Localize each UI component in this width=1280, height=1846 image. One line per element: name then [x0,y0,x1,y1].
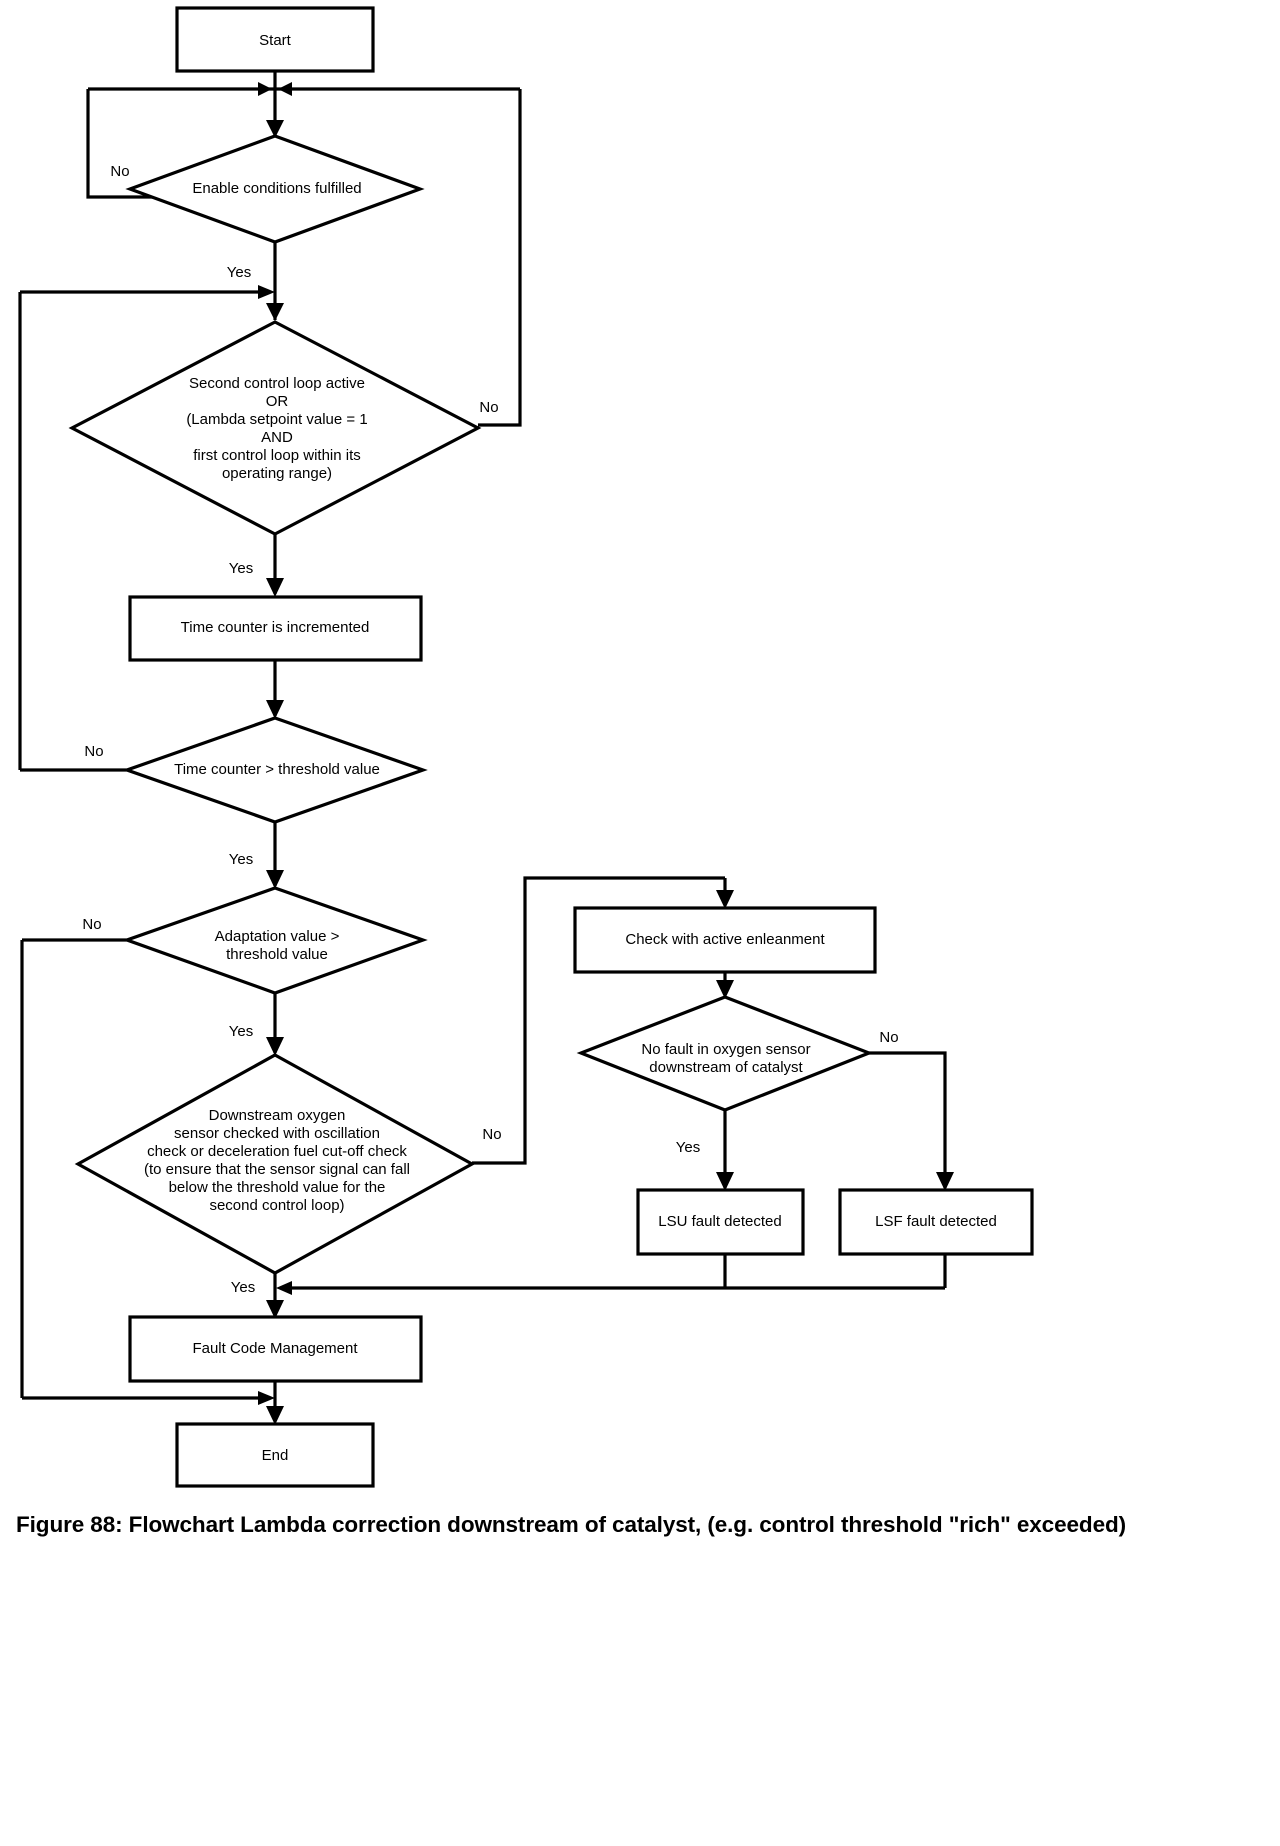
arrow-down-to-end [266,1406,284,1425]
node-fault-code-management[interactable] [128,1315,423,1383]
node-lsu-fault-label: LSU fault detected [658,1213,781,1230]
node-adaptation-line2: threshold value [226,946,328,963]
arrow-down-to-faultcode [266,1300,284,1319]
node-downstream-line6: second control loop) [209,1197,344,1214]
node-fault-code-management-label: Fault Code Management [192,1340,358,1357]
node-adaptation-value[interactable] [122,886,428,995]
node-oxygen-line1: No fault in oxygen sensor [641,1041,810,1058]
branch-time-counter-no: No [84,743,103,760]
node-second-loop-line1: Second control loop active [189,375,365,392]
node-end-label: End [262,1447,289,1464]
branch-time-counter-yes: Yes [229,851,253,868]
branch-adaptation-no: No [82,916,101,933]
arrow-down-to-downstream [266,1037,284,1056]
arrow-into-junction-right [278,82,292,96]
arrow-down-to-oxygen-decision [716,980,734,999]
node-end[interactable] [175,1422,375,1488]
arrow-merge-into-faultcode-line [276,1281,292,1295]
node-lsf-fault[interactable] [838,1188,1034,1256]
node-check-enleanment[interactable] [573,906,877,974]
arrow-merge-left-to-mainline [258,285,275,299]
node-enable-conditions[interactable] [125,134,425,244]
node-start[interactable] [175,6,375,73]
flowchart-svg: Start Enable conditions fulfilled No Yes… [18,6,1034,1488]
arrow-down-to-enleanment [716,890,734,909]
arrow-down-to-lsf [936,1172,954,1191]
node-second-control-loop[interactable] [68,320,482,536]
branch-second-loop-yes: Yes [229,560,253,577]
branch-enable-no: No [110,163,129,180]
connector-enable-no-loop [86,89,160,199]
arrow-into-junction-left [258,82,272,96]
node-downstream-line2: sensor checked with oscillation [174,1125,380,1142]
branch-second-loop-no: No [479,399,498,416]
branch-adaptation-yes: Yes [229,1023,253,1040]
node-second-loop-line2: OR [266,393,289,410]
node-second-loop-line4: AND [261,429,293,446]
connector-downstream-no-to-enleanment [472,876,725,1165]
node-time-counter-threshold-label: Time counter > threshold value [174,761,380,778]
arrow-down-to-secondloop [266,303,284,321]
branch-downstream-yes: Yes [231,1279,255,1296]
node-check-enleanment-label: Check with active enleanment [625,931,825,948]
node-second-loop-line3: (Lambda setpoint value = 1 [186,411,367,428]
node-time-counter-incremented[interactable] [128,595,423,662]
flowchart-canvas: Start Enable conditions fulfilled No Yes… [18,6,1034,1488]
node-downstream-sensor-check[interactable] [74,1053,476,1275]
arrow-down-to-adaptation [266,870,284,889]
node-no-fault-oxygen[interactable] [576,995,874,1112]
node-time-counter-threshold[interactable] [122,716,428,824]
connector-oxygen-no-to-lsf [869,1051,947,1188]
arrow-down-to-enable [266,120,284,138]
node-enable-conditions-label: Enable conditions fulfilled [192,180,361,197]
branch-downstream-no: No [482,1126,501,1143]
node-time-counter-incremented-label: Time counter is incremented [181,619,370,636]
node-adaptation-line1: Adaptation value > [215,928,340,945]
node-start-label: Start [259,32,292,49]
figure-caption: Figure 88: Flowchart Lambda correction d… [16,1512,1127,1537]
connector-secondloop-no-return [478,89,522,427]
arrow-left-rail-into-end-line [258,1391,275,1405]
branch-oxygen-no: No [879,1029,898,1046]
branch-oxygen-yes: Yes [676,1139,700,1156]
node-second-loop-line6: operating range) [222,465,332,482]
node-lsu-fault[interactable] [636,1188,805,1256]
node-second-loop-line5: first control loop within its [193,447,361,464]
branch-enable-yes: Yes [227,264,251,281]
arrow-down-to-lsu [716,1172,734,1191]
arrow-down-to-timecounter-decision [266,700,284,719]
node-downstream-line5: below the threshold value for the [169,1179,386,1196]
node-downstream-line3: check or deceleration fuel cut-off check [147,1143,407,1160]
node-lsf-fault-label: LSF fault detected [875,1213,997,1230]
node-downstream-line4: (to ensure that the sensor signal can fa… [144,1161,410,1178]
arrow-down-to-timecounter-box [266,578,284,597]
node-downstream-line1: Downstream oxygen [209,1107,346,1124]
node-oxygen-line2: downstream of catalyst [649,1059,803,1076]
